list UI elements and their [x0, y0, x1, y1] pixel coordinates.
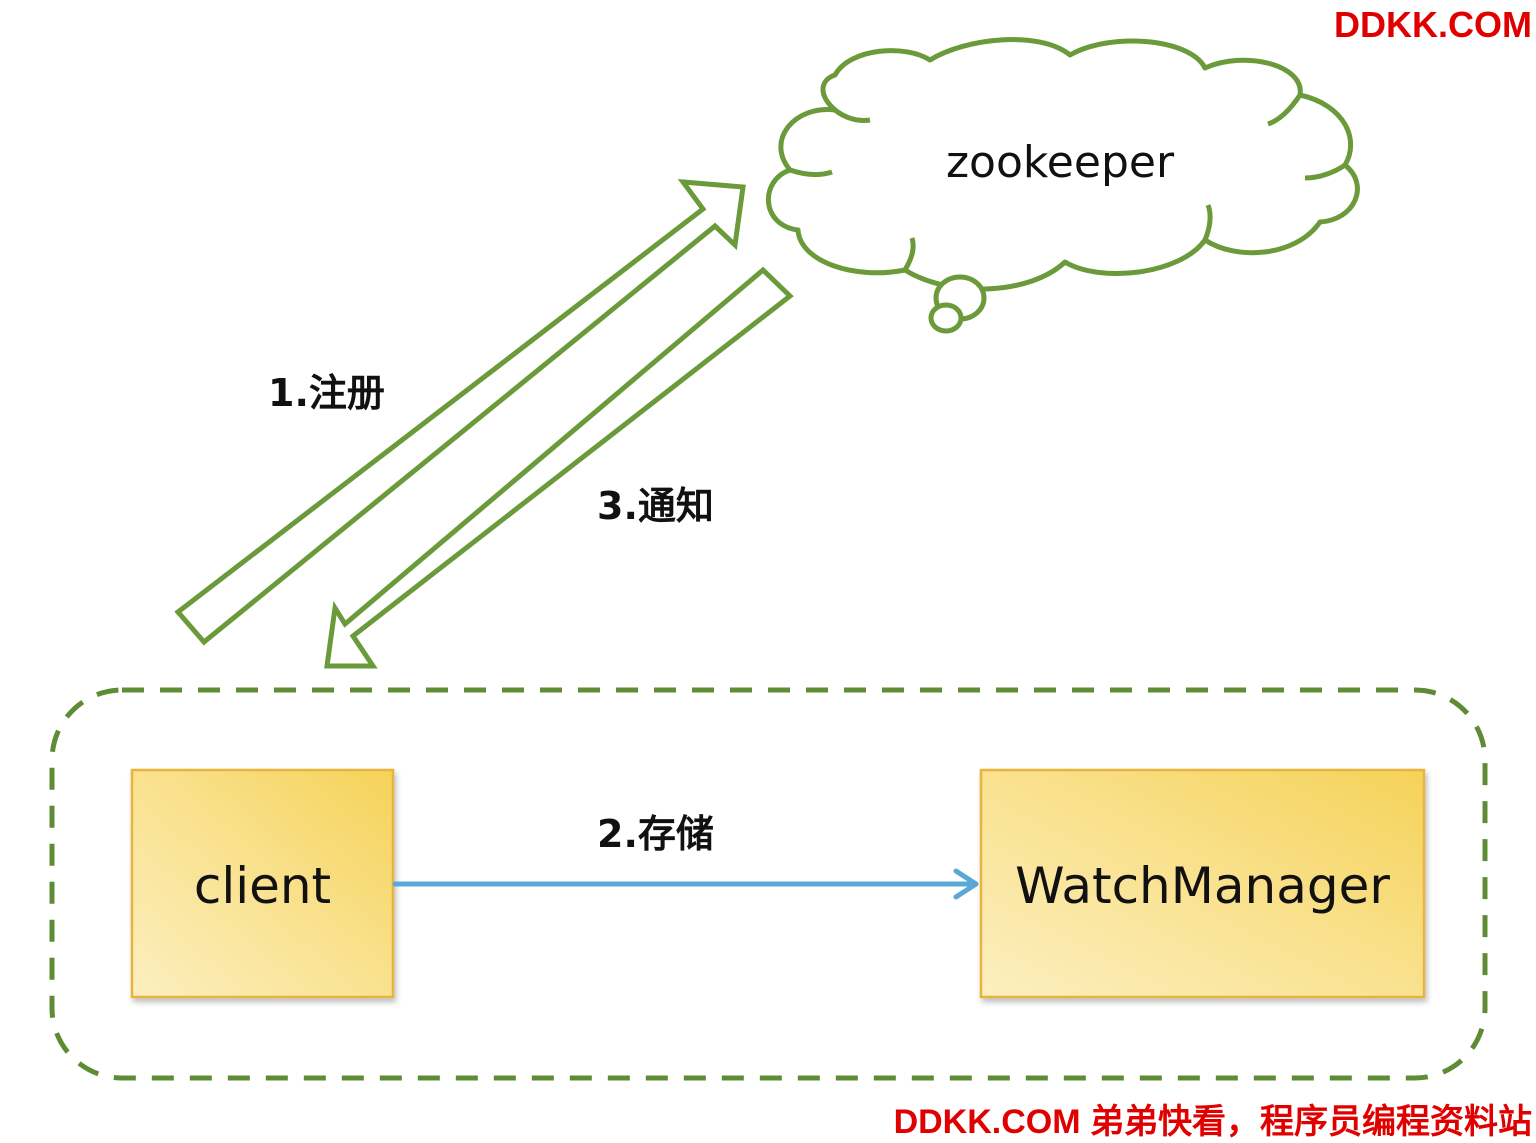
notify-step-label: 3.通知	[597, 484, 714, 528]
register-step-label: 1.注册	[268, 371, 385, 415]
watermark-top: DDKK.COM	[1334, 4, 1532, 45]
store-arrow	[392, 868, 979, 900]
notify-arrow	[324, 266, 794, 669]
watch-manager-label: WatchManager	[1015, 857, 1390, 915]
watermark-bottom: DDKK.COM 弟弟快看，程序员编程资料站	[893, 1103, 1532, 1141]
register-arrow	[174, 179, 746, 646]
client-label: client	[193, 857, 332, 915]
watch-manager-node	[979, 768, 1426, 999]
zookeeper-cloud	[765, 37, 1360, 292]
cloud-tail-bubbles	[928, 274, 987, 334]
cloud-label: zookeeper	[945, 136, 1175, 188]
store-step-label: 2.存储	[597, 812, 714, 856]
client-process-boundary	[49, 687, 1488, 1081]
